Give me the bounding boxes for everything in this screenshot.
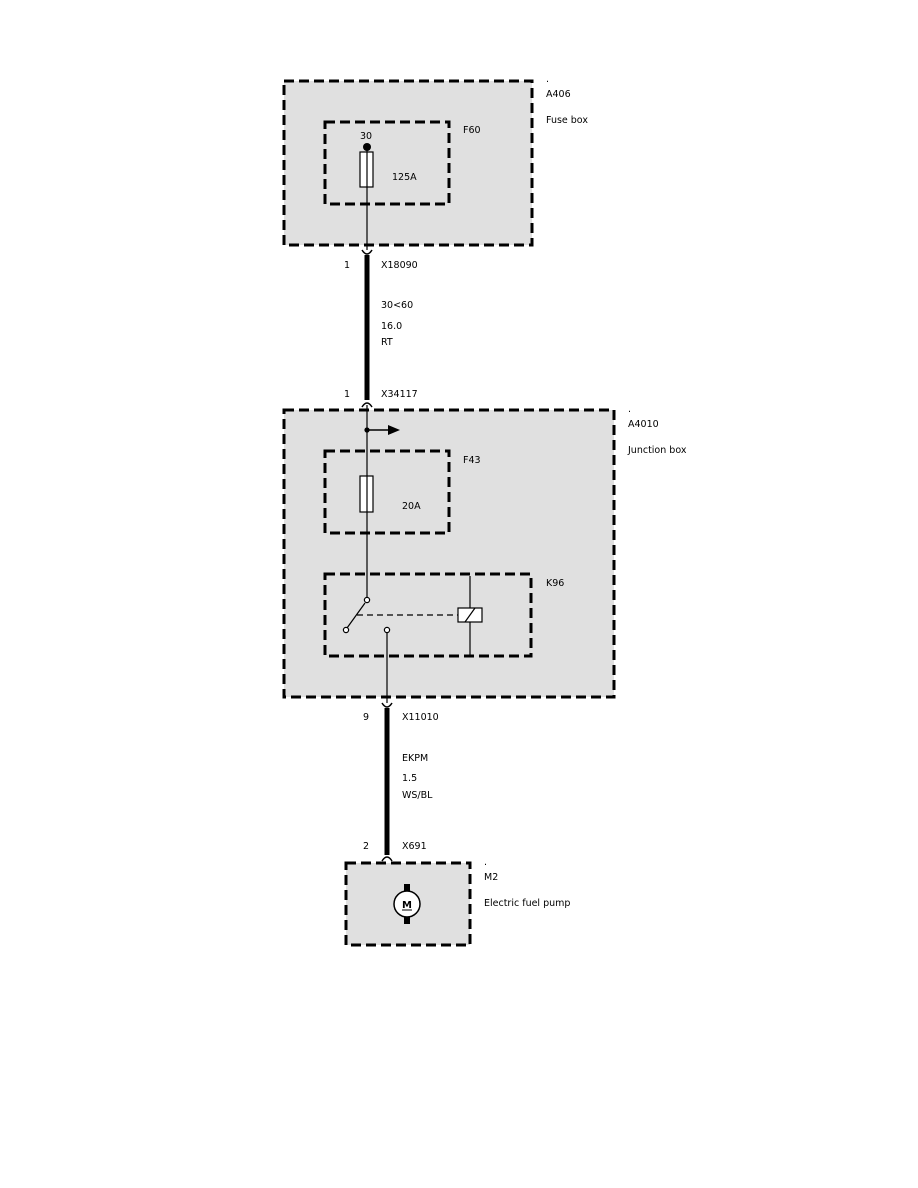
wire1-bottom-pin: 1 <box>344 389 350 400</box>
relay-coil-diagonal <box>464 607 476 623</box>
wire2-circuit: EKPM <box>402 753 428 764</box>
connector-x18090-symbol <box>361 249 373 255</box>
relay-k96-outline <box>323 572 533 658</box>
junction-box-dot: . <box>628 404 631 415</box>
wire1-top-pin: 1 <box>344 260 350 271</box>
junction-box-outline <box>282 408 616 699</box>
fuel-pump-name: Electric fuel pump <box>484 898 570 909</box>
wire1-color: RT <box>381 337 393 348</box>
wire2-top-connector: X11010 <box>402 712 439 723</box>
fuse-box-name: Fuse box <box>546 115 588 126</box>
branch-arrow-head <box>388 425 400 435</box>
wire2-top-pin: 9 <box>363 712 369 723</box>
wire1-gauge: 16.0 <box>381 321 402 332</box>
fuel-pump-dot: . <box>484 857 487 868</box>
fuse-f60-outline <box>323 120 451 206</box>
wire2-color: WS/BL <box>402 790 433 801</box>
wire2-gauge: 1.5 <box>402 773 417 784</box>
fuse-f43-rating: 20A <box>402 501 421 512</box>
connector-x11010-symbol <box>381 702 393 708</box>
fuse-f43-label: F43 <box>463 455 481 466</box>
fuel-pump-id: M2 <box>484 872 498 883</box>
fuse-f60-label: F60 <box>463 125 481 136</box>
wire1-top-connector: X18090 <box>381 260 418 271</box>
wire-30-60: 1 X18090 30<60 16.0 RT 1 X34117 <box>344 249 418 408</box>
relay-k96-label: K96 <box>546 578 564 589</box>
wire1-bottom-connector: X34117 <box>381 389 418 400</box>
relay-switch-contact-top <box>363 596 371 604</box>
fuse-f60-rating: 125A <box>392 172 417 183</box>
fuse-box-a406: . A406 Fuse box F60 30 125A <box>282 74 588 250</box>
relay-switch-contact-left <box>342 626 350 634</box>
junction-box-a4010: . A4010 Junction box F43 20A K96 <box>282 404 687 703</box>
junction-box-name: Junction box <box>627 445 687 456</box>
junction-box-id: A4010 <box>628 419 659 430</box>
wire1-circuit: 30<60 <box>381 300 413 311</box>
connector-x691-symbol <box>381 856 393 862</box>
relay-switch-contact-output <box>383 626 391 634</box>
fuse-f43-outline <box>323 449 451 535</box>
fuse-box-id: A406 <box>546 89 571 100</box>
fuel-pump-m2: . M2 Electric fuel pump M <box>344 857 570 947</box>
relay-switch-blade <box>346 602 366 629</box>
fuse-box-dot: . <box>546 74 549 85</box>
wire2-bottom-pin: 2 <box>363 841 369 852</box>
wire-ekpm: 9 X11010 EKPM 1.5 WS/BL 2 X691 <box>363 702 439 862</box>
wire2-bottom-connector: X691 <box>402 841 427 852</box>
motor-symbol: M <box>402 900 412 911</box>
fuse-f60-terminal: 30 <box>360 131 372 142</box>
connector-x34117-symbol <box>361 402 373 408</box>
fuse-box-outline <box>282 79 534 247</box>
